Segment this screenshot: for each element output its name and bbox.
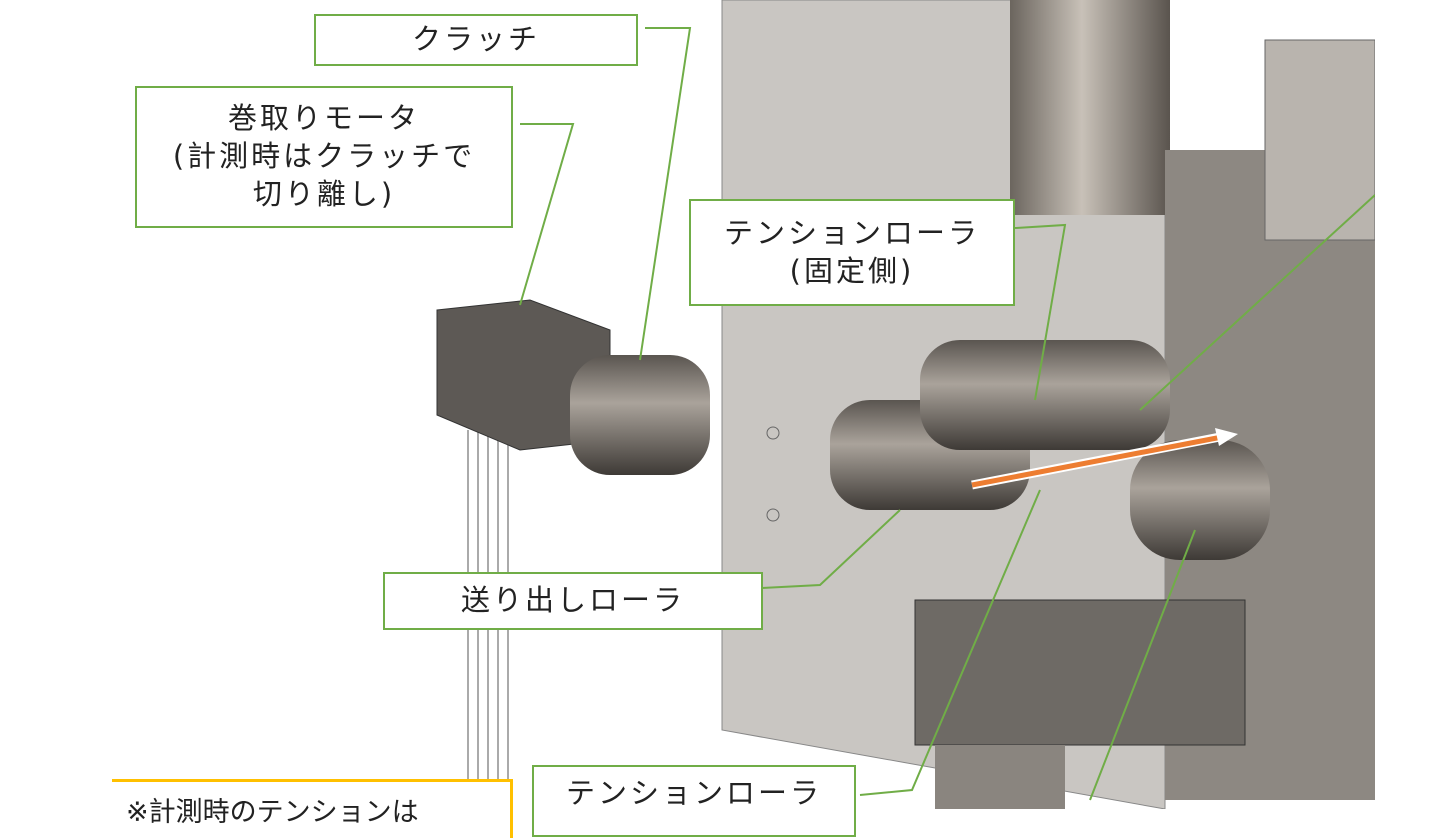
cad-render <box>436 0 1376 809</box>
bottom-motor <box>914 599 1246 746</box>
label-feed-roller: 送り出しローラ <box>383 572 763 630</box>
winding-motor-line2: (計測時はクラッチで <box>172 139 476 174</box>
winding-motor-line3: 切り離し) <box>252 176 396 211</box>
clutch-body <box>570 355 710 475</box>
label-tension-roller-fixed: テンションローラ (固定側) <box>689 199 1015 306</box>
tension-roller-moving <box>1130 440 1270 560</box>
label-tension-roller-bottom: テンションローラ <box>532 765 856 837</box>
motion-arrow <box>971 428 1238 490</box>
clutch-text: クラッチ <box>411 22 540 57</box>
winding-motor-line1: 巻取りモータ <box>227 101 420 136</box>
feed-roller-text: 送り出しローラ <box>460 583 685 618</box>
note-text: ※計測時のテンションは <box>126 797 419 828</box>
label-clutch: クラッチ <box>314 14 638 66</box>
upper-cylinder <box>1010 0 1170 215</box>
leader-lines <box>519 27 1376 801</box>
label-winding-motor: 巻取りモータ (計測時はクラッチで 切り離し) <box>135 86 513 228</box>
tension-bottom-text: テンションローラ <box>565 776 822 810</box>
tension-fixed-line2: (固定側) <box>789 253 915 288</box>
tension-roller-fixed <box>920 340 1170 450</box>
tension-fixed-line1: テンションローラ <box>723 215 980 250</box>
